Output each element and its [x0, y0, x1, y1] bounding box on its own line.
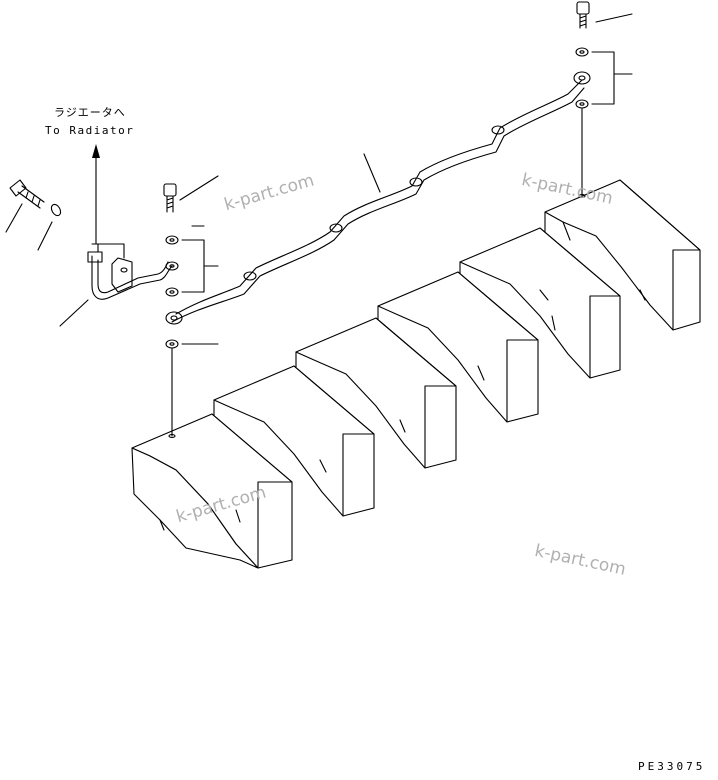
leader-line: [595, 13, 633, 23]
cylinder-head-cover-6: [544, 179, 701, 331]
hose-guide-line: [95, 243, 125, 259]
washer-angled: [50, 203, 62, 217]
bracket-clip: [111, 257, 133, 293]
leader-line: [37, 221, 53, 251]
leader-line: [59, 299, 89, 327]
washer-right-top: [575, 47, 589, 57]
radiator-hose: [87, 243, 173, 300]
eye-joint-right: [573, 71, 591, 85]
bolt-angled: [9, 179, 45, 209]
bolt-left-vertical: [163, 183, 177, 213]
eye-joint-left: [165, 311, 183, 325]
water-tube: [171, 79, 585, 323]
leader-line: [363, 153, 381, 193]
washer-left-low: [165, 287, 179, 297]
washer-left-bottom: [165, 339, 179, 349]
cylinder-head-cover-1: [131, 413, 293, 569]
cylinder-head-cover-2: [213, 365, 375, 517]
leader-bracket: [181, 239, 219, 293]
to-radiator-label-en: To Radiator: [45, 124, 135, 137]
cylinder-head-cover-5: [459, 227, 621, 379]
washer-left-top: [165, 235, 179, 245]
leader-bracket: [591, 51, 633, 105]
washer-right-bottom: [575, 99, 589, 109]
cylinder-head-cover-4: [377, 271, 539, 423]
cylinder-head-cover-3: [295, 317, 457, 469]
leader-line: [179, 175, 219, 201]
leader-line: [5, 203, 23, 233]
drawing-code: PE33075: [638, 760, 706, 773]
to-radiator-label-jp: ラジエータへ: [54, 106, 126, 119]
bolt-right: [576, 1, 590, 29]
arrow-up-icon: [92, 144, 100, 245]
